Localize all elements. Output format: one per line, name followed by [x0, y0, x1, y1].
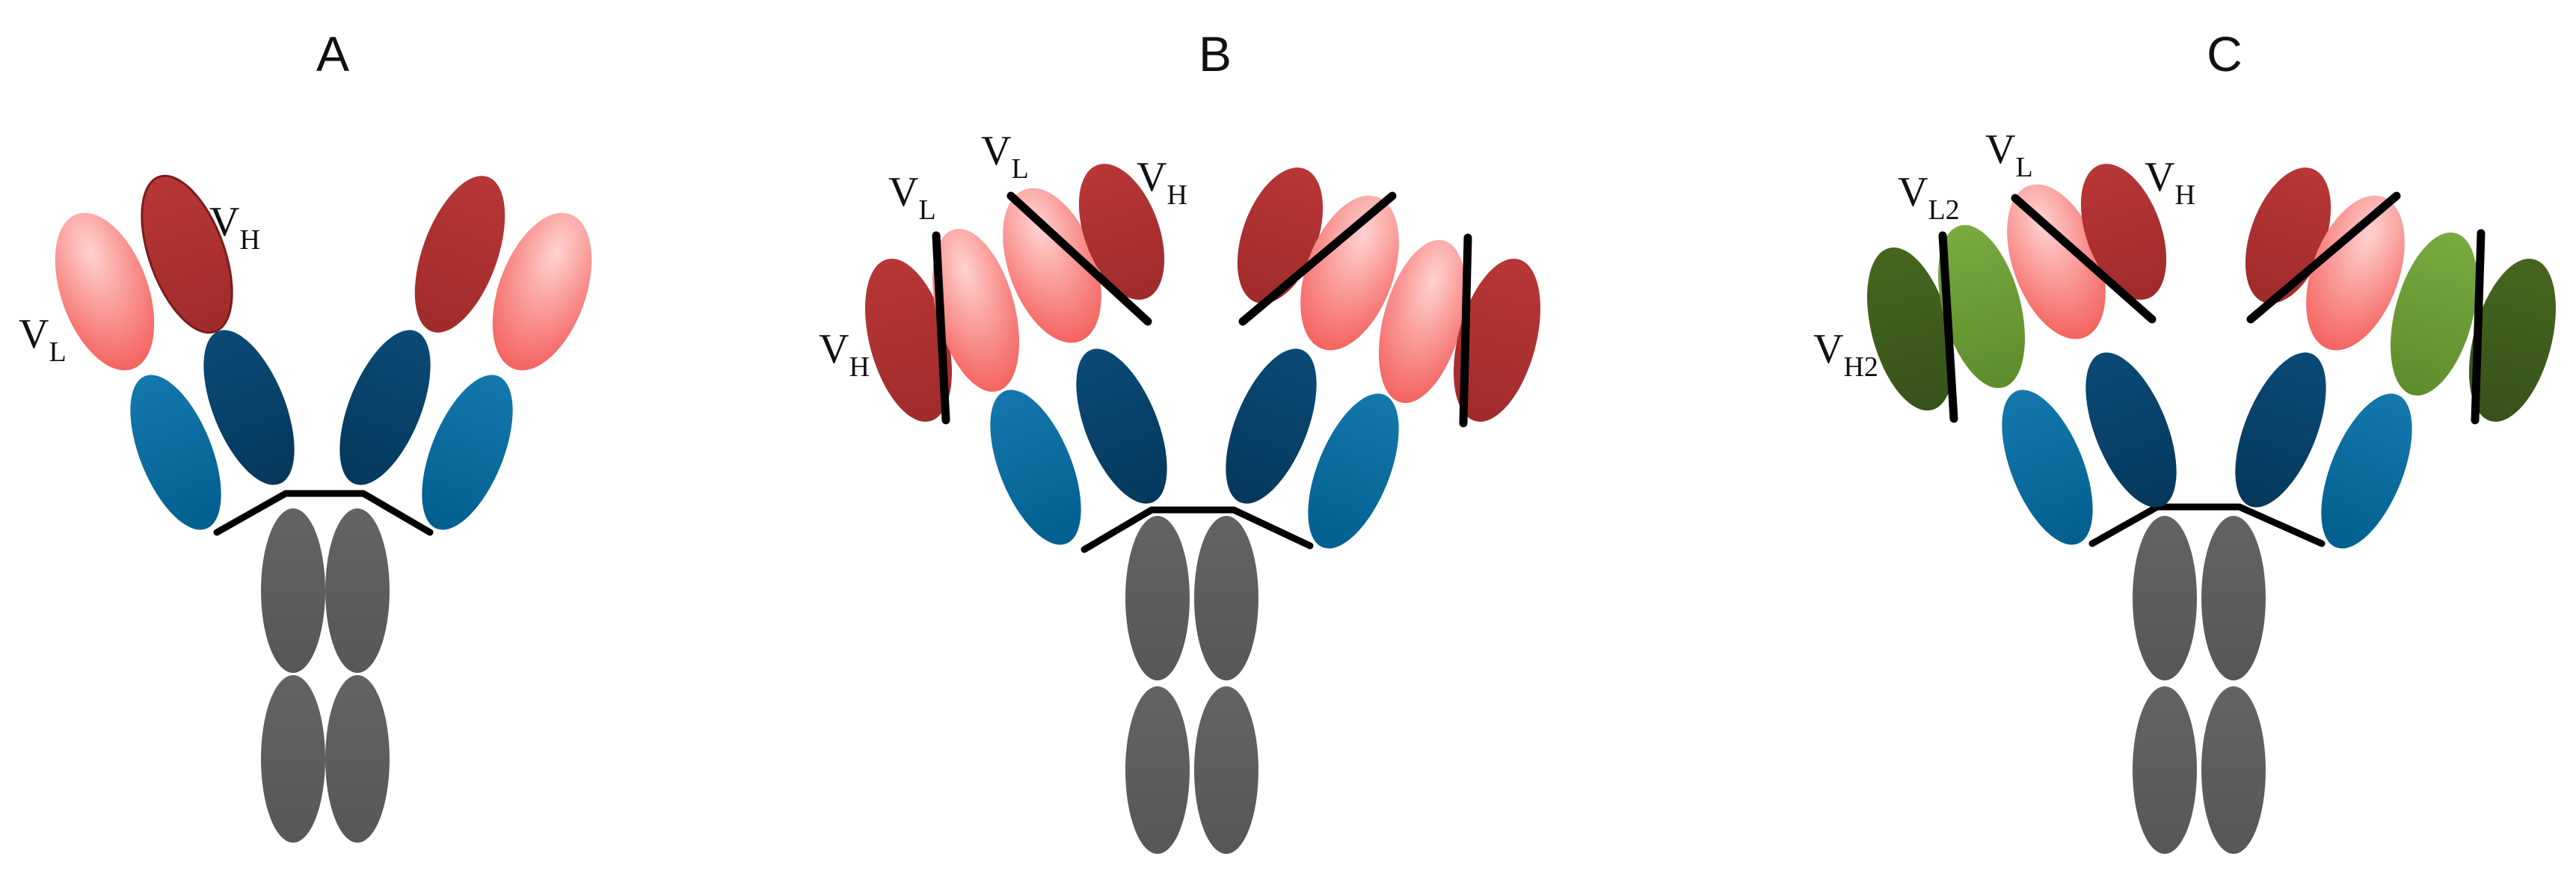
scfv-linker — [1238, 191, 1397, 326]
cl-domain — [2002, 390, 2093, 545]
scfv-linker — [2011, 194, 2157, 324]
label-vl-inner: VL — [1985, 126, 2033, 183]
panel-c: C VL2 VL VH VH2 — [1813, 26, 2556, 854]
vh-domain — [141, 174, 233, 334]
fc-domain — [2201, 686, 2266, 854]
fc-domain — [1125, 686, 1190, 854]
fc-domain — [325, 675, 390, 843]
ch1-domain — [339, 330, 431, 485]
ch1-domain — [2085, 352, 2177, 508]
fc-domain — [1125, 516, 1190, 680]
hinge — [1080, 506, 1314, 553]
ch1-domain — [203, 330, 295, 485]
cl-domain — [1308, 393, 1399, 549]
label-vh-inner: VH — [1137, 154, 1187, 211]
vh-domain — [1454, 258, 1540, 422]
label-vl-outer: VL — [888, 169, 936, 226]
vl-domain — [932, 228, 1019, 393]
vh-domain — [1078, 164, 1165, 300]
label-vl: VL — [19, 311, 67, 368]
ch1-domain — [1076, 348, 1167, 504]
vl-domain — [1379, 239, 1466, 404]
hinge — [213, 490, 434, 536]
scfv-linker — [932, 231, 950, 425]
vl-domain — [1300, 195, 1399, 351]
vl-domain — [492, 212, 592, 371]
fc-domain — [2201, 516, 2266, 680]
fc-domain — [325, 508, 390, 673]
vl-domain — [2306, 195, 2405, 351]
ch1-domain — [1226, 348, 1317, 504]
panel-b: B VL VL VH VH — [819, 26, 1540, 854]
cl-domain — [2321, 393, 2412, 549]
fc-domain — [2133, 516, 2197, 680]
vl2-domain — [1938, 224, 2025, 389]
scfv-linker — [1006, 191, 1152, 326]
ch1-domain — [2235, 352, 2326, 508]
vh2-domain — [2469, 258, 2556, 422]
fc-domain — [261, 675, 325, 843]
label-vl2: VL2 — [1898, 169, 1960, 226]
fc-domain — [1194, 516, 1258, 680]
vl2-domain — [2391, 232, 2477, 396]
vl-domain — [1003, 188, 1101, 343]
scfv-linker — [1938, 231, 1958, 423]
scfv-linker — [1459, 233, 1472, 428]
label-vh-outer: VH — [819, 326, 870, 383]
vh2-domain — [1867, 247, 1954, 411]
scfv-linker — [2246, 191, 2401, 324]
label-vh2: VH2 — [1813, 326, 1878, 383]
label-vh: VH — [209, 199, 260, 256]
panel-title-b: B — [1199, 26, 1232, 81]
panel-title-a: A — [316, 26, 349, 81]
label-vh-inner: VH — [2145, 154, 2195, 211]
hinge — [2088, 503, 2326, 547]
fc-domain — [2133, 686, 2197, 854]
vl-domain — [55, 212, 155, 371]
vh-domain — [865, 258, 952, 422]
cl-domain — [130, 375, 221, 530]
fc-domain — [261, 508, 325, 673]
vh-domain — [2080, 164, 2167, 300]
panel-title-c: C — [2207, 26, 2243, 81]
scfv-linker — [2471, 229, 2486, 425]
vl-domain — [2007, 184, 2106, 339]
panel-a: A VH VL — [19, 26, 592, 843]
cl-domain — [422, 375, 513, 530]
fc-domain — [1194, 686, 1258, 854]
label-vl-inner: VL — [981, 128, 1029, 185]
vh-domain — [414, 176, 505, 333]
cl-domain — [990, 390, 1081, 545]
